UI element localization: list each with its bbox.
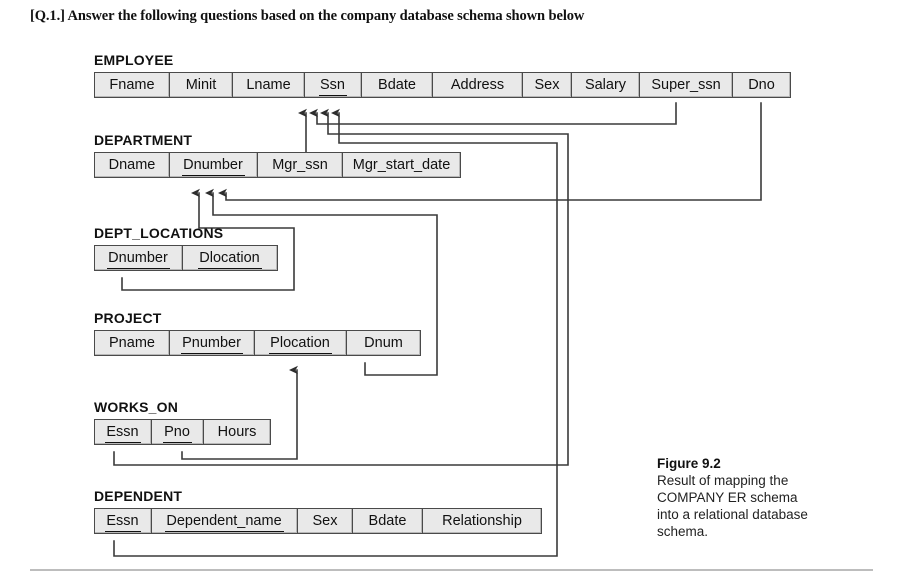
question-prompt: [Q.1.] Answer the following questions ba… [30,8,585,24]
attribute-employee-sex[interactable]: Sex [522,72,571,98]
relation-name-department: DEPARTMENT [94,132,193,148]
attribute-project-pname[interactable]: Pname [94,330,169,356]
figure-caption: Figure 9.2 Result of mapping the COMPANY… [657,455,897,540]
attribute-deptlocations-dnumber[interactable]: Dnumber [94,245,182,271]
attribute-dependent-sex[interactable]: Sex [297,508,352,534]
attribute-dependent-dependentname[interactable]: Dependent_name [151,508,297,534]
relation-name-dependent: DEPENDENT [94,488,183,504]
relation-works-on: WORKS_ON Essn Pno Hours [94,399,271,445]
attribute-department-mgrssn[interactable]: Mgr_ssn [257,152,342,178]
attribute-employee-superssn[interactable]: Super_ssn [639,72,732,98]
relation-department: DEPARTMENT Dname Dnumber Mgr_ssn Mgr_sta… [94,132,461,178]
attribute-employee-minit[interactable]: Minit [169,72,232,98]
relation-employee: EMPLOYEE Fname Minit Lname Ssn Bdate Add… [94,52,791,98]
attribute-dependent-relationship[interactable]: Relationship [422,508,542,534]
attribute-dependent-bdate[interactable]: Bdate [352,508,422,534]
attribute-project-dnum[interactable]: Dnum [346,330,421,356]
attribute-employee-dno[interactable]: Dno [732,72,791,98]
attribute-employee-address[interactable]: Address [432,72,522,98]
figure-caption-line-3: into a relational database [657,507,808,522]
attribute-workson-pno[interactable]: Pno [151,419,203,445]
attribute-row-works-on: Essn Pno Hours [94,419,271,445]
relation-name-employee: EMPLOYEE [94,52,174,68]
figure-caption-title: Figure 9.2 [657,456,721,471]
attribute-deptlocations-dlocation[interactable]: Dlocation [182,245,278,271]
attribute-workson-essn[interactable]: Essn [94,419,151,445]
attribute-row-dependent: Essn Dependent_name Sex Bdate Relationsh… [94,508,542,534]
attribute-row-dept-locations: Dnumber Dlocation [94,245,278,271]
attribute-department-mgrstartdate[interactable]: Mgr_start_date [342,152,461,178]
relation-project: PROJECT Pname Pnumber Plocation Dnum [94,310,421,356]
section-divider [30,569,873,571]
fk-employee-superssn-to-employee-ssn [309,102,677,125]
figure-caption-line-1: Result of mapping the [657,473,789,488]
attribute-employee-ssn[interactable]: Ssn [304,72,361,98]
relation-name-dept-locations: DEPT_LOCATIONS [94,225,224,241]
relation-dept-locations: DEPT_LOCATIONS Dnumber Dlocation [94,225,278,271]
relation-name-works-on: WORKS_ON [94,399,179,415]
attribute-project-pnumber[interactable]: Pnumber [169,330,254,356]
figure-caption-line-4: schema. [657,524,709,539]
attribute-department-dnumber[interactable]: Dnumber [169,152,257,178]
attribute-row-project: Pname Pnumber Plocation Dnum [94,330,421,356]
relation-dependent: DEPENDENT Essn Dependent_name Sex Bdate … [94,488,542,534]
attribute-dependent-essn[interactable]: Essn [94,508,151,534]
attribute-department-dname[interactable]: Dname [94,152,169,178]
attribute-employee-lname[interactable]: Lname [232,72,304,98]
attribute-employee-fname[interactable]: Fname [94,72,169,98]
attribute-employee-salary[interactable]: Salary [571,72,639,98]
relation-name-project: PROJECT [94,310,162,326]
attribute-project-plocation[interactable]: Plocation [254,330,346,356]
attribute-row-department: Dname Dnumber Mgr_ssn Mgr_start_date [94,152,461,178]
attribute-employee-bdate[interactable]: Bdate [361,72,432,98]
figure-caption-line-2: COMPANY ER schema [657,490,798,505]
attribute-workson-hours[interactable]: Hours [203,419,271,445]
attribute-row-employee: Fname Minit Lname Ssn Bdate Address Sex … [94,72,791,98]
